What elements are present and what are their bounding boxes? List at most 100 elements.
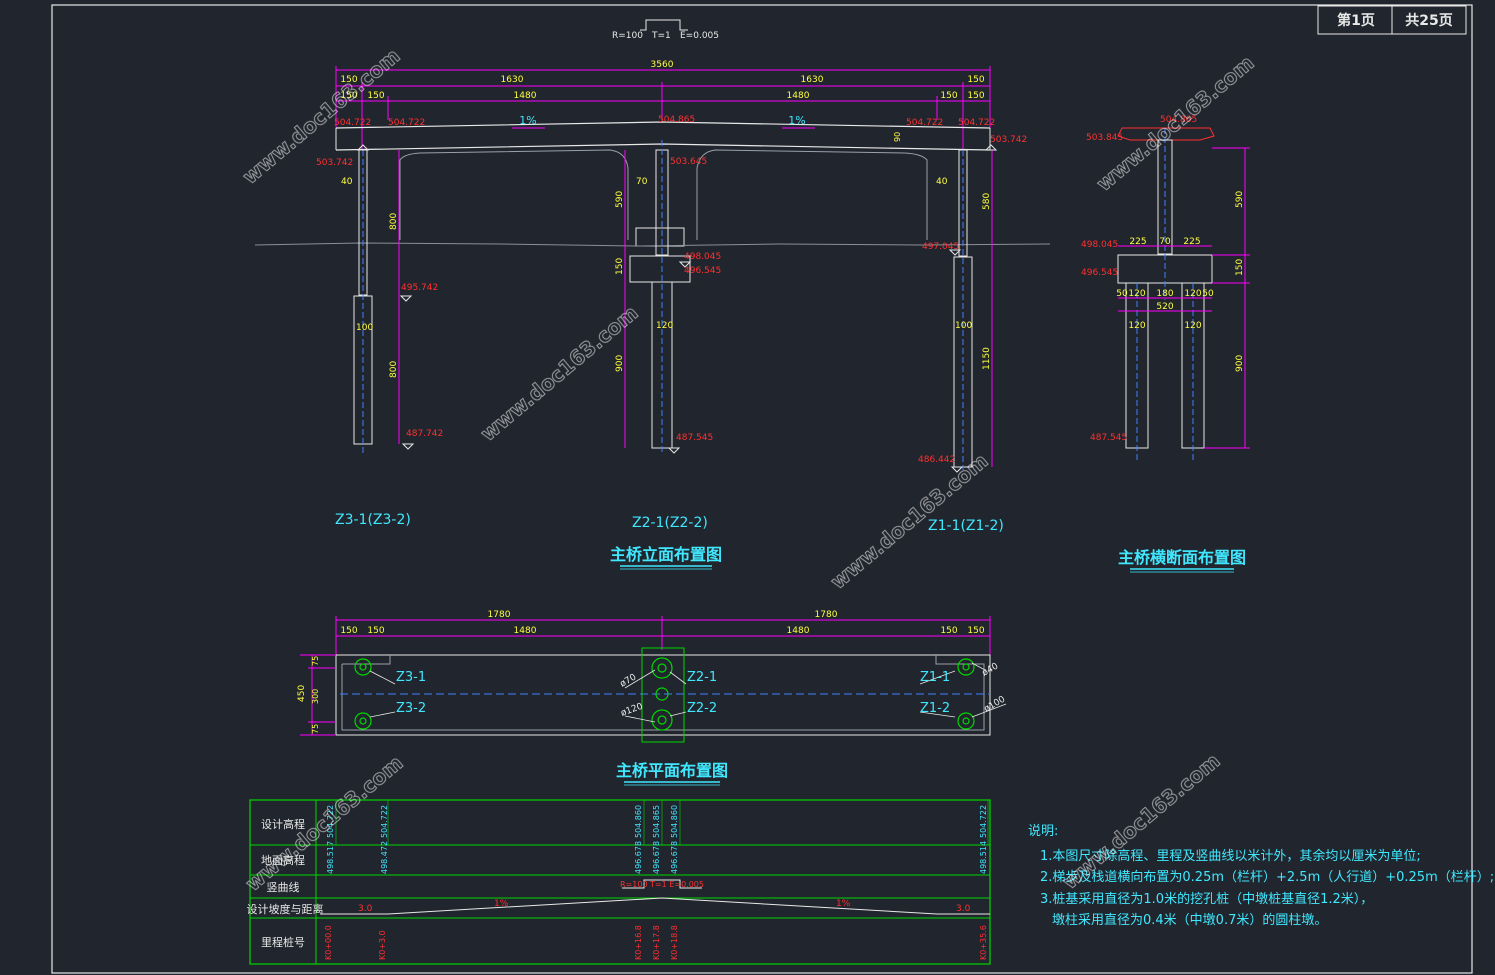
svg-text:T=1: T=1 — [651, 31, 671, 41]
svg-text:50: 50 — [1202, 289, 1214, 299]
svg-text:503.645: 503.645 — [670, 157, 707, 167]
svg-text:496.545: 496.545 — [1081, 268, 1118, 278]
svg-text:50: 50 — [1116, 289, 1128, 299]
svg-text:Z1-2: Z1-2 — [920, 701, 950, 716]
svg-text:504.860: 504.860 — [634, 805, 643, 838]
svg-text:900: 900 — [1235, 355, 1245, 372]
svg-text:120: 120 — [1184, 289, 1201, 299]
svg-text:1480: 1480 — [514, 91, 537, 101]
elevation-title: 主桥立面布置图 — [610, 545, 722, 564]
svg-text:498.045: 498.045 — [1081, 240, 1118, 250]
svg-text:Z3-2: Z3-2 — [396, 701, 426, 716]
watermark: www.doc163.com — [476, 301, 643, 446]
svg-text:590: 590 — [615, 191, 625, 208]
svg-text:75: 75 — [311, 724, 320, 734]
svg-text:503.845: 503.845 — [1086, 133, 1123, 143]
plan-title: 主桥平面布置图 — [616, 761, 728, 780]
svg-text:1480: 1480 — [787, 626, 810, 636]
svg-text:1480: 1480 — [514, 626, 537, 636]
svg-text:150: 150 — [967, 75, 984, 85]
svg-text:150: 150 — [340, 626, 357, 636]
svg-text:K0+3.0: K0+3.0 — [378, 930, 387, 960]
svg-text:487.545: 487.545 — [1090, 433, 1127, 443]
svg-text:K0+00.0: K0+00.0 — [324, 925, 333, 960]
svg-text:R=100 T=1 E=0.005: R=100 T=1 E=0.005 — [620, 880, 704, 889]
svg-text:1780: 1780 — [488, 610, 511, 620]
svg-text:Z3-1: Z3-1 — [396, 670, 426, 685]
svg-text:520: 520 — [1156, 302, 1173, 312]
svg-text:120: 120 — [1128, 321, 1145, 331]
svg-text:75: 75 — [311, 656, 320, 666]
svg-text:100: 100 — [955, 321, 972, 331]
svg-text:503.742: 503.742 — [316, 158, 353, 168]
svg-text:495.742: 495.742 — [401, 283, 438, 293]
svg-text:150: 150 — [615, 258, 625, 275]
svg-text:498.517: 498.517 — [326, 841, 335, 874]
svg-text:1630: 1630 — [501, 75, 524, 85]
pier-name-z1: Z1-1(Z1-2) — [928, 518, 1004, 534]
note-line-3: 3.桩基采用直径为1.0米的挖孔桩（中墩桩基直径1.2米）， — [1040, 891, 1373, 907]
svg-text:496.545: 496.545 — [684, 266, 721, 276]
svg-text:3560: 3560 — [651, 60, 674, 70]
svg-text:ø120: ø120 — [620, 702, 645, 719]
svg-text:1780: 1780 — [815, 610, 838, 620]
svg-text:504.865: 504.865 — [1160, 115, 1197, 125]
svg-text:Z2-2: Z2-2 — [687, 701, 717, 716]
note-line-4: 墩柱采用直径为0.4米（中墩0.7米）的圆柱墩。 — [1052, 912, 1327, 928]
svg-text:504.722: 504.722 — [388, 118, 425, 128]
row-design-elevation: 设计高程 — [261, 817, 305, 831]
svg-text:498.472: 498.472 — [380, 841, 389, 874]
svg-text:Z2-1: Z2-1 — [687, 670, 717, 685]
svg-text:504.722: 504.722 — [334, 118, 371, 128]
svg-text:496.678: 496.678 — [652, 841, 661, 874]
svg-text:496.678: 496.678 — [670, 841, 679, 874]
svg-text:1480: 1480 — [787, 91, 810, 101]
svg-text:150: 150 — [967, 626, 984, 636]
svg-text:150: 150 — [340, 91, 357, 101]
svg-text:1%: 1% — [519, 114, 536, 127]
svg-text:Z1-1: Z1-1 — [920, 670, 950, 685]
svg-text:180: 180 — [1156, 289, 1173, 299]
svg-text:498.045: 498.045 — [684, 252, 721, 262]
svg-text:40: 40 — [341, 177, 353, 187]
row-ground-elevation: 地面高程 — [261, 853, 305, 867]
profile-table: 设计高程 地面高程 竖曲线 设计坡度与距离 里程桩号 504.722 504.7… — [247, 799, 991, 965]
main-bridge-plan: 1780 1780 150 150 1480 1480 150 150 450 … — [297, 610, 1007, 786]
svg-text:150: 150 — [340, 75, 357, 85]
svg-text:487.545: 487.545 — [676, 433, 713, 443]
svg-text:1%: 1% — [836, 899, 851, 909]
vertical-curve-note: R=100 T=1 E=0.005 — [612, 19, 719, 41]
svg-text:504.865: 504.865 — [652, 805, 661, 838]
svg-text:150: 150 — [940, 91, 957, 101]
svg-text:120: 120 — [656, 321, 673, 331]
svg-text:504.722: 504.722 — [979, 805, 988, 838]
svg-text:504.865: 504.865 — [658, 115, 695, 125]
svg-text:90: 90 — [893, 132, 902, 142]
svg-text:1630: 1630 — [801, 75, 824, 85]
main-bridge-cross-section: 503.845 504.865 498.045 496.545 487.545 … — [1081, 115, 1250, 573]
svg-text:800: 800 — [389, 213, 399, 230]
svg-text:504.722: 504.722 — [326, 805, 335, 838]
watermark: www.doc163.com — [1092, 51, 1259, 196]
row-grade-distance: 设计坡度与距离 — [247, 902, 324, 916]
watermarks: www.doc163.com www.doc163.com www.doc163… — [237, 43, 1259, 896]
svg-text:800: 800 — [389, 361, 399, 378]
svg-text:486.442: 486.442 — [918, 455, 955, 465]
page-current: 第1页 — [1337, 12, 1375, 29]
svg-text:120: 120 — [1184, 321, 1201, 331]
svg-text:K0+16.8: K0+16.8 — [634, 925, 643, 960]
main-bridge-elevation: 150 1630 3560 1630 150 150 150 1480 1480… — [254, 60, 1051, 570]
svg-text:496.678: 496.678 — [634, 841, 643, 874]
svg-text:R=100: R=100 — [612, 31, 643, 41]
note-line-1: 1.本图尺寸除高程、里程及竖曲线以米计外，其余均以厘米为单位; — [1040, 848, 1421, 864]
svg-text:225: 225 — [1183, 237, 1200, 247]
svg-text:504.722: 504.722 — [906, 118, 943, 128]
row-vertical-curve: 竖曲线 — [267, 880, 300, 894]
svg-text:590: 590 — [1235, 191, 1245, 208]
svg-text:3.0: 3.0 — [358, 904, 373, 914]
svg-text:225: 225 — [1129, 237, 1146, 247]
svg-text:K0+17.8: K0+17.8 — [652, 925, 661, 960]
svg-text:1%: 1% — [788, 114, 805, 127]
svg-text:70: 70 — [636, 177, 648, 187]
